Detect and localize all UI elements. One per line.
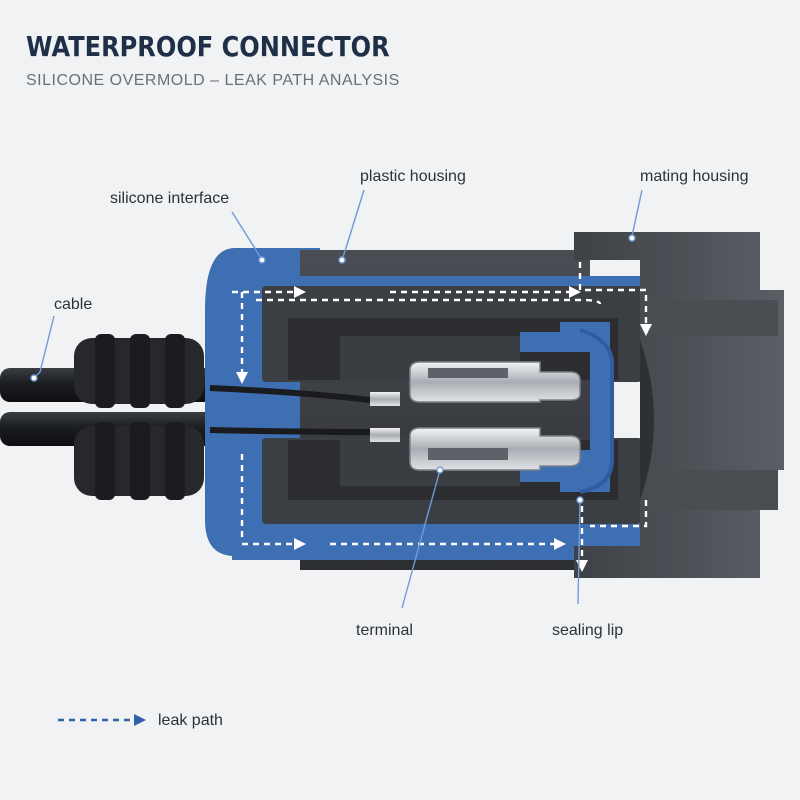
label-cable: cable xyxy=(54,296,92,314)
legend-leak-path-symbol xyxy=(58,714,146,726)
label-silicone-interface: silicone interface xyxy=(110,190,229,208)
legend-leak-path-label: leak path xyxy=(158,712,223,730)
leader-plastic-housing xyxy=(342,190,364,260)
label-mating-housing: mating housing xyxy=(640,168,749,186)
leader-mating-housing xyxy=(632,190,642,236)
label-terminal: terminal xyxy=(356,622,413,640)
label-plastic-housing: plastic housing xyxy=(360,168,466,186)
cable-group xyxy=(0,334,215,500)
label-sealing-lip: sealing lip xyxy=(552,622,623,640)
